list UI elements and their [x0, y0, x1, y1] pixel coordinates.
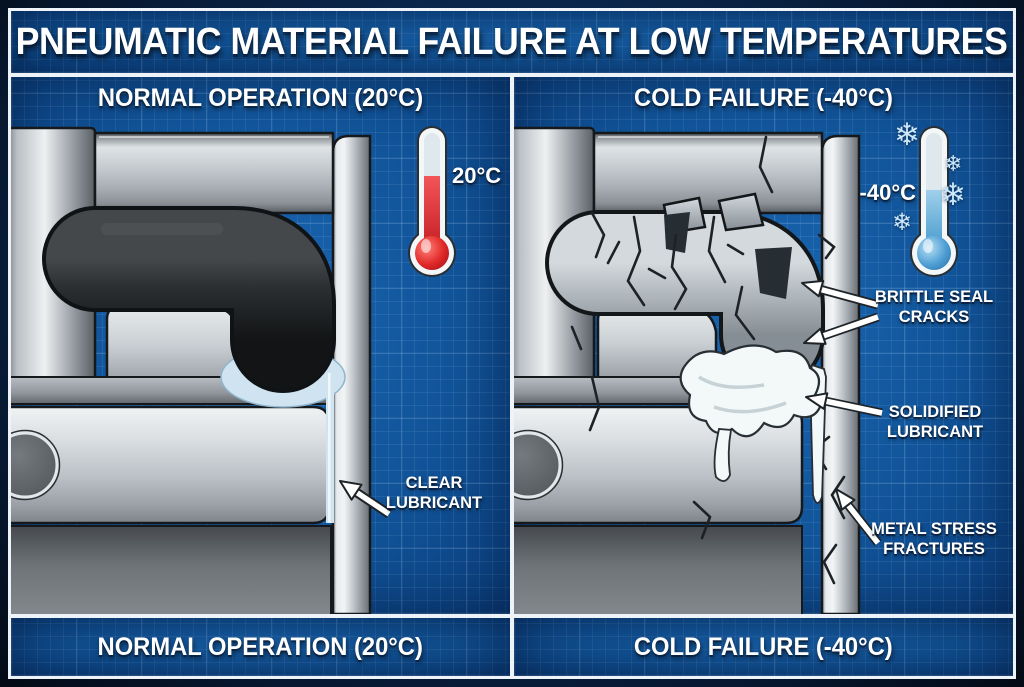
normal-operation-illustration: [11, 126, 456, 614]
caption-normal-operation: NORMAL OPERATION (20°C): [11, 618, 510, 676]
page-title: PNEUMATIC MATERIAL FAILURE AT LOW TEMPER…: [16, 20, 1008, 63]
caption-text-normal: NORMAL OPERATION (20°C): [97, 632, 424, 661]
callout-arrow-brittle-2: [803, 312, 880, 345]
panel-cold-failure: COLD FAILURE (-40°C) -40°C ❄ ❄ ❄ ❄ BRITT…: [514, 77, 1013, 614]
bolt-hole: [514, 431, 562, 499]
bolt-hole-rim: [514, 429, 564, 501]
callout-arrow-clear-lubricant: [339, 480, 392, 518]
callout-solidified-lubricant: SOLIDIFIED LUBRICANT: [886, 402, 984, 442]
caption-cold-failure: COLD FAILURE (-40°C): [514, 618, 1013, 676]
panel-header-normal: NORMAL OPERATION (20°C): [97, 84, 424, 112]
snowflake-icon: ❄: [944, 151, 963, 176]
callout-arrow-brittle-1: [801, 279, 880, 310]
thermometer-cold-icon: [910, 126, 958, 277]
panel-header-cold: COLD FAILURE (-40°C): [634, 84, 893, 112]
callout-arrow-metal-stress: [835, 488, 882, 546]
callout-clear-lubricant: CLEAR LUBRICANT: [385, 473, 483, 513]
cold-failure-illustration: [514, 126, 958, 614]
snowflake-icon: ❄: [894, 117, 920, 152]
seal-gap: [664, 212, 690, 253]
blueprint-frame: PNEUMATIC MATERIAL FAILURE AT LOW TEMPER…: [8, 8, 1016, 679]
callout-brittle-seal-cracks: BRITTLE SEAL CRACKS: [874, 287, 994, 327]
piston-upper-block: [592, 131, 824, 215]
thermometer-warm-icon: [408, 126, 456, 277]
seal-normal: [42, 206, 336, 393]
callout-arrow-solidified: [805, 392, 883, 418]
piston-step-block: [105, 305, 239, 385]
piston-upper-block: [93, 131, 335, 215]
cylinder-wall: [820, 134, 861, 614]
callout-metal-stress-fractures: METAL STRESS FRACTURES: [871, 519, 997, 559]
seal-cracked: [545, 192, 825, 388]
title-banner: PNEUMATIC MATERIAL FAILURE AT LOW TEMPER…: [11, 11, 1013, 73]
panel-normal-operation: NORMAL OPERATION (20°C) 20°C CLEAR LUBRI…: [11, 77, 510, 614]
caption-text-cold: COLD FAILURE (-40°C): [634, 632, 893, 661]
bolt-hole-rim: [11, 429, 61, 501]
piston-base-block: [11, 525, 332, 614]
temperature-reading-warm: 20°C: [452, 163, 502, 188]
piston-flange: [11, 405, 331, 525]
seal-gap: [755, 247, 792, 299]
snowflake-icon: ❄: [940, 177, 966, 212]
piston-base-block: [514, 525, 803, 614]
temperature-reading-cold: -40°C: [859, 180, 916, 205]
bolt-hole: [11, 431, 59, 499]
snowflake-icon: ❄: [892, 209, 913, 236]
